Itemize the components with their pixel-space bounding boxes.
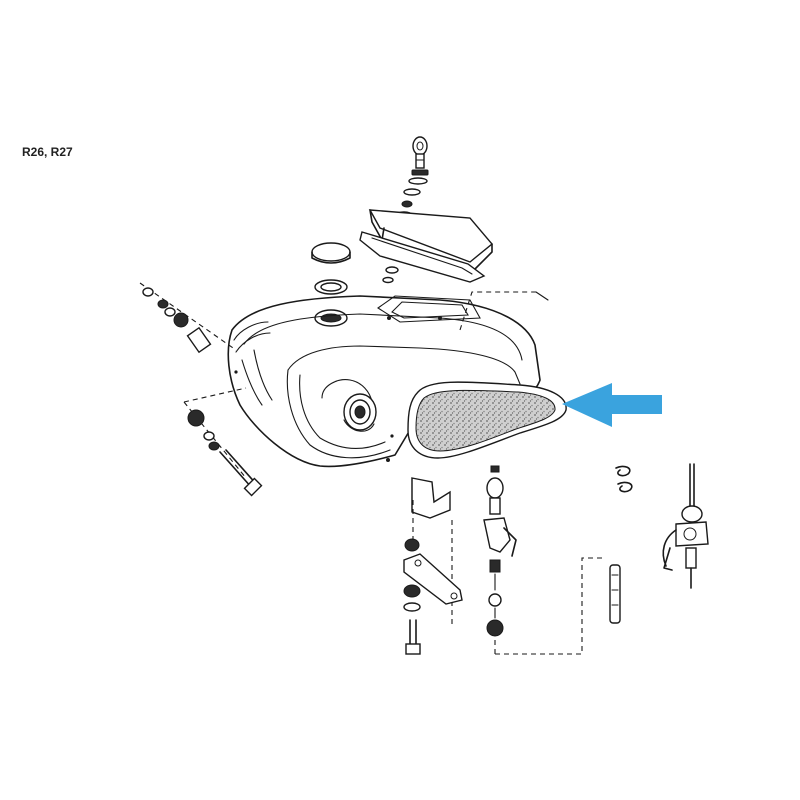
right-side-tank-pad-part: [407, 381, 567, 459]
model-label: R26, R27: [22, 145, 73, 159]
mounting-bracket-stack: [403, 477, 463, 655]
tank-lid-plate: [359, 209, 493, 284]
fuel-tap-column: [483, 465, 606, 655]
top-bolt-stack: [395, 136, 429, 219]
left-mounting-hardware: [139, 282, 263, 497]
blue-arrow-pointer-icon: [562, 383, 662, 427]
assembled-fuel-tap: [662, 463, 709, 589]
small-clips: [615, 465, 633, 493]
dashed-guide-lines: [451, 291, 549, 628]
filler-cap-stack: [311, 242, 351, 327]
filter-tube: [609, 564, 621, 624]
